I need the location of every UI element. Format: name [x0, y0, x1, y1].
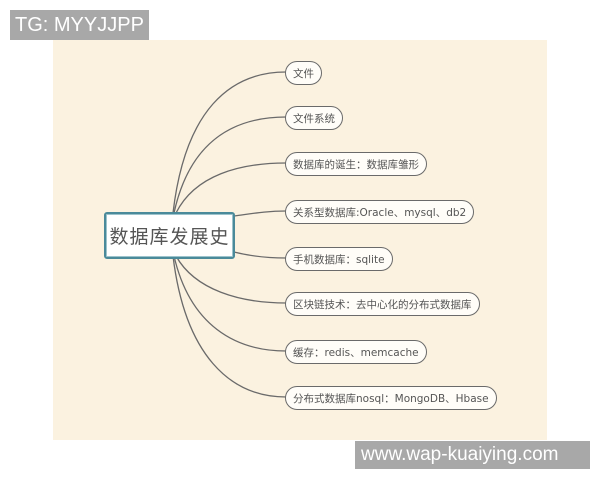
link-5 [233, 251, 287, 259]
branch-node-relational-db[interactable]: 关系型数据库:Oracle、mysql、db2 [285, 200, 475, 224]
branch-node-nosql[interactable]: 分布式数据库nosql：MongoDB、Hbase [285, 386, 497, 410]
watermark-top-left: TG: MYYJJPP [10, 10, 149, 40]
branch-node-cache[interactable]: 缓存：redis、memcache [285, 340, 427, 364]
link-8 [172, 255, 287, 398]
watermark-bottom-right: www.wap-kuaiying.com [355, 441, 590, 469]
branch-node-blockchain[interactable]: 区块链技术：去中心化的分布式数据库 [285, 292, 480, 316]
link-3 [175, 162, 287, 214]
branch-node-mobile-db[interactable]: 手机数据库：sqlite [285, 247, 393, 271]
link-2 [173, 116, 287, 214]
link-7 [173, 255, 287, 352]
root-topic[interactable]: 数据库发展史 [104, 212, 235, 259]
branch-node-database-birth[interactable]: 数据库的诞生：数据库雏形 [285, 152, 427, 176]
branch-node-file-system[interactable]: 文件系统 [285, 106, 343, 130]
branch-node-files[interactable]: 文件 [285, 61, 322, 85]
link-6 [175, 255, 287, 304]
link-4 [233, 210, 287, 217]
link-1 [172, 71, 287, 214]
